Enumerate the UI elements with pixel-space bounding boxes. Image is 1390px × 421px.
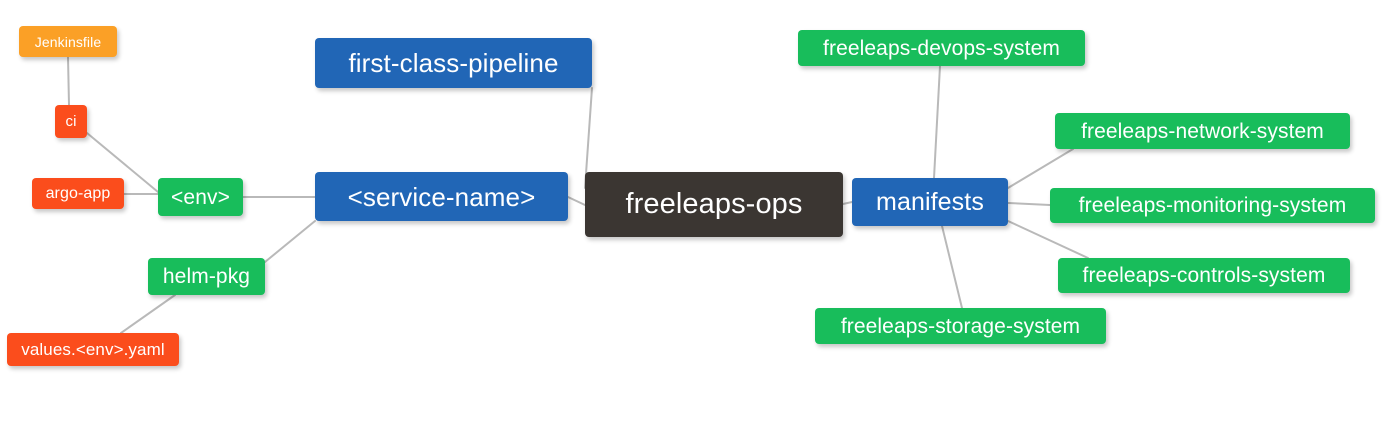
node-label-env: <env> <box>171 185 230 209</box>
node-env[interactable]: <env> <box>158 178 243 216</box>
node-label-service-name: <service-name> <box>347 181 536 212</box>
node-freeleaps-ops[interactable]: freeleaps-ops <box>585 172 843 237</box>
node-label-ci: ci <box>65 113 77 130</box>
node-label-freeleaps-monitoring-system: freeleaps-monitoring-system <box>1078 194 1347 217</box>
edge-service-helm <box>264 220 316 263</box>
node-first-class-pipeline[interactable]: first-class-pipeline <box>315 38 592 88</box>
node-label-helm-pkg: helm-pkg <box>162 265 251 288</box>
edge-manifests-monitor <box>1007 202 1051 206</box>
node-label-freeleaps-storage-system: freeleaps-storage-system <box>840 314 1081 338</box>
edge-manifests-controls <box>1007 220 1089 259</box>
node-label-first-class-pipeline: first-class-pipeline <box>348 48 559 78</box>
node-helm-pkg[interactable]: helm-pkg <box>148 258 265 295</box>
node-freeleaps-storage-system[interactable]: freeleaps-storage-system <box>815 308 1106 344</box>
edge-helm-values <box>120 294 176 334</box>
node-label-argo-app: argo-app <box>45 184 111 202</box>
node-service-name[interactable]: <service-name> <box>315 172 568 221</box>
node-label-freeleaps-network-system: freeleaps-network-system <box>1081 119 1324 143</box>
node-label-manifests: manifests <box>876 187 984 216</box>
node-label-jenkinsfile: Jenkinsfile <box>34 33 102 50</box>
node-freeleaps-controls-system[interactable]: freeleaps-controls-system <box>1058 258 1350 293</box>
node-manifests[interactable]: manifests <box>852 178 1008 226</box>
edge-ci-jenkinsfile <box>67 56 70 106</box>
node-freeleaps-network-system[interactable]: freeleaps-network-system <box>1055 113 1350 149</box>
edge-ops-service-name <box>567 196 586 206</box>
node-label-freeleaps-controls-system: freeleaps-controls-system <box>1082 264 1326 287</box>
edge-manifests-network <box>1007 148 1074 189</box>
node-values-env-yaml[interactable]: values.<env>.yaml <box>7 333 179 366</box>
node-label-freeleaps-devops-system: freeleaps-devops-system <box>823 36 1060 60</box>
node-argo-app[interactable]: argo-app <box>32 178 124 209</box>
edge-manifests-devops <box>933 65 941 179</box>
node-label-values-env-yaml: values.<env>.yaml <box>21 340 165 359</box>
edge-ops-manifests <box>842 201 853 205</box>
node-freeleaps-monitoring-system[interactable]: freeleaps-monitoring-system <box>1050 188 1375 223</box>
node-freeleaps-devops-system[interactable]: freeleaps-devops-system <box>798 30 1085 66</box>
edge-manifests-storage <box>941 225 963 309</box>
node-ci[interactable]: ci <box>55 105 87 138</box>
node-label-freeleaps-ops: freeleaps-ops <box>625 188 803 220</box>
node-jenkinsfile[interactable]: Jenkinsfile <box>19 26 117 57</box>
